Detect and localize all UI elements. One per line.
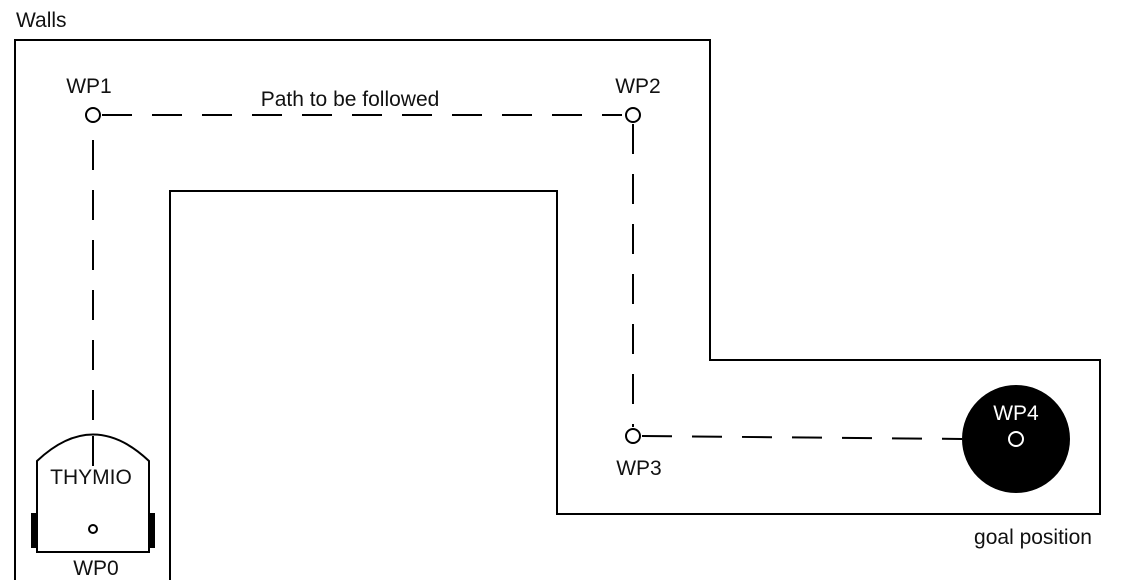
path-segment-wp3-wp4: [641, 435, 963, 440]
robot-body: [36, 433, 150, 553]
waypoint-wp4-marker: [1008, 431, 1024, 447]
waypoint-wp1-marker: [85, 107, 101, 123]
waypoint-wp0-marker: [88, 524, 98, 534]
robot-right-wheel: [148, 513, 155, 548]
robot-label: THYMIO: [50, 466, 132, 489]
waypoint-wp1-label: WP1: [66, 75, 112, 98]
waypoint-wp3-label: WP3: [616, 457, 662, 480]
waypoint-wp3-marker: [625, 428, 641, 444]
waypoint-wp2-label: WP2: [615, 75, 661, 98]
walls-label: Walls: [16, 9, 67, 32]
outer-wall: [14, 39, 1101, 580]
waypoint-wp0-label: WP0: [73, 557, 119, 580]
path-label: Path to be followed: [261, 88, 440, 111]
waypoint-wp2-marker: [625, 107, 641, 123]
thymio-robot: THYMIO: [31, 433, 155, 553]
goal-position-label: goal position: [974, 526, 1092, 549]
robot-left-wheel: [31, 513, 38, 548]
goal-disc: [962, 385, 1070, 493]
waypoint-wp4-label: WP4: [993, 402, 1039, 425]
